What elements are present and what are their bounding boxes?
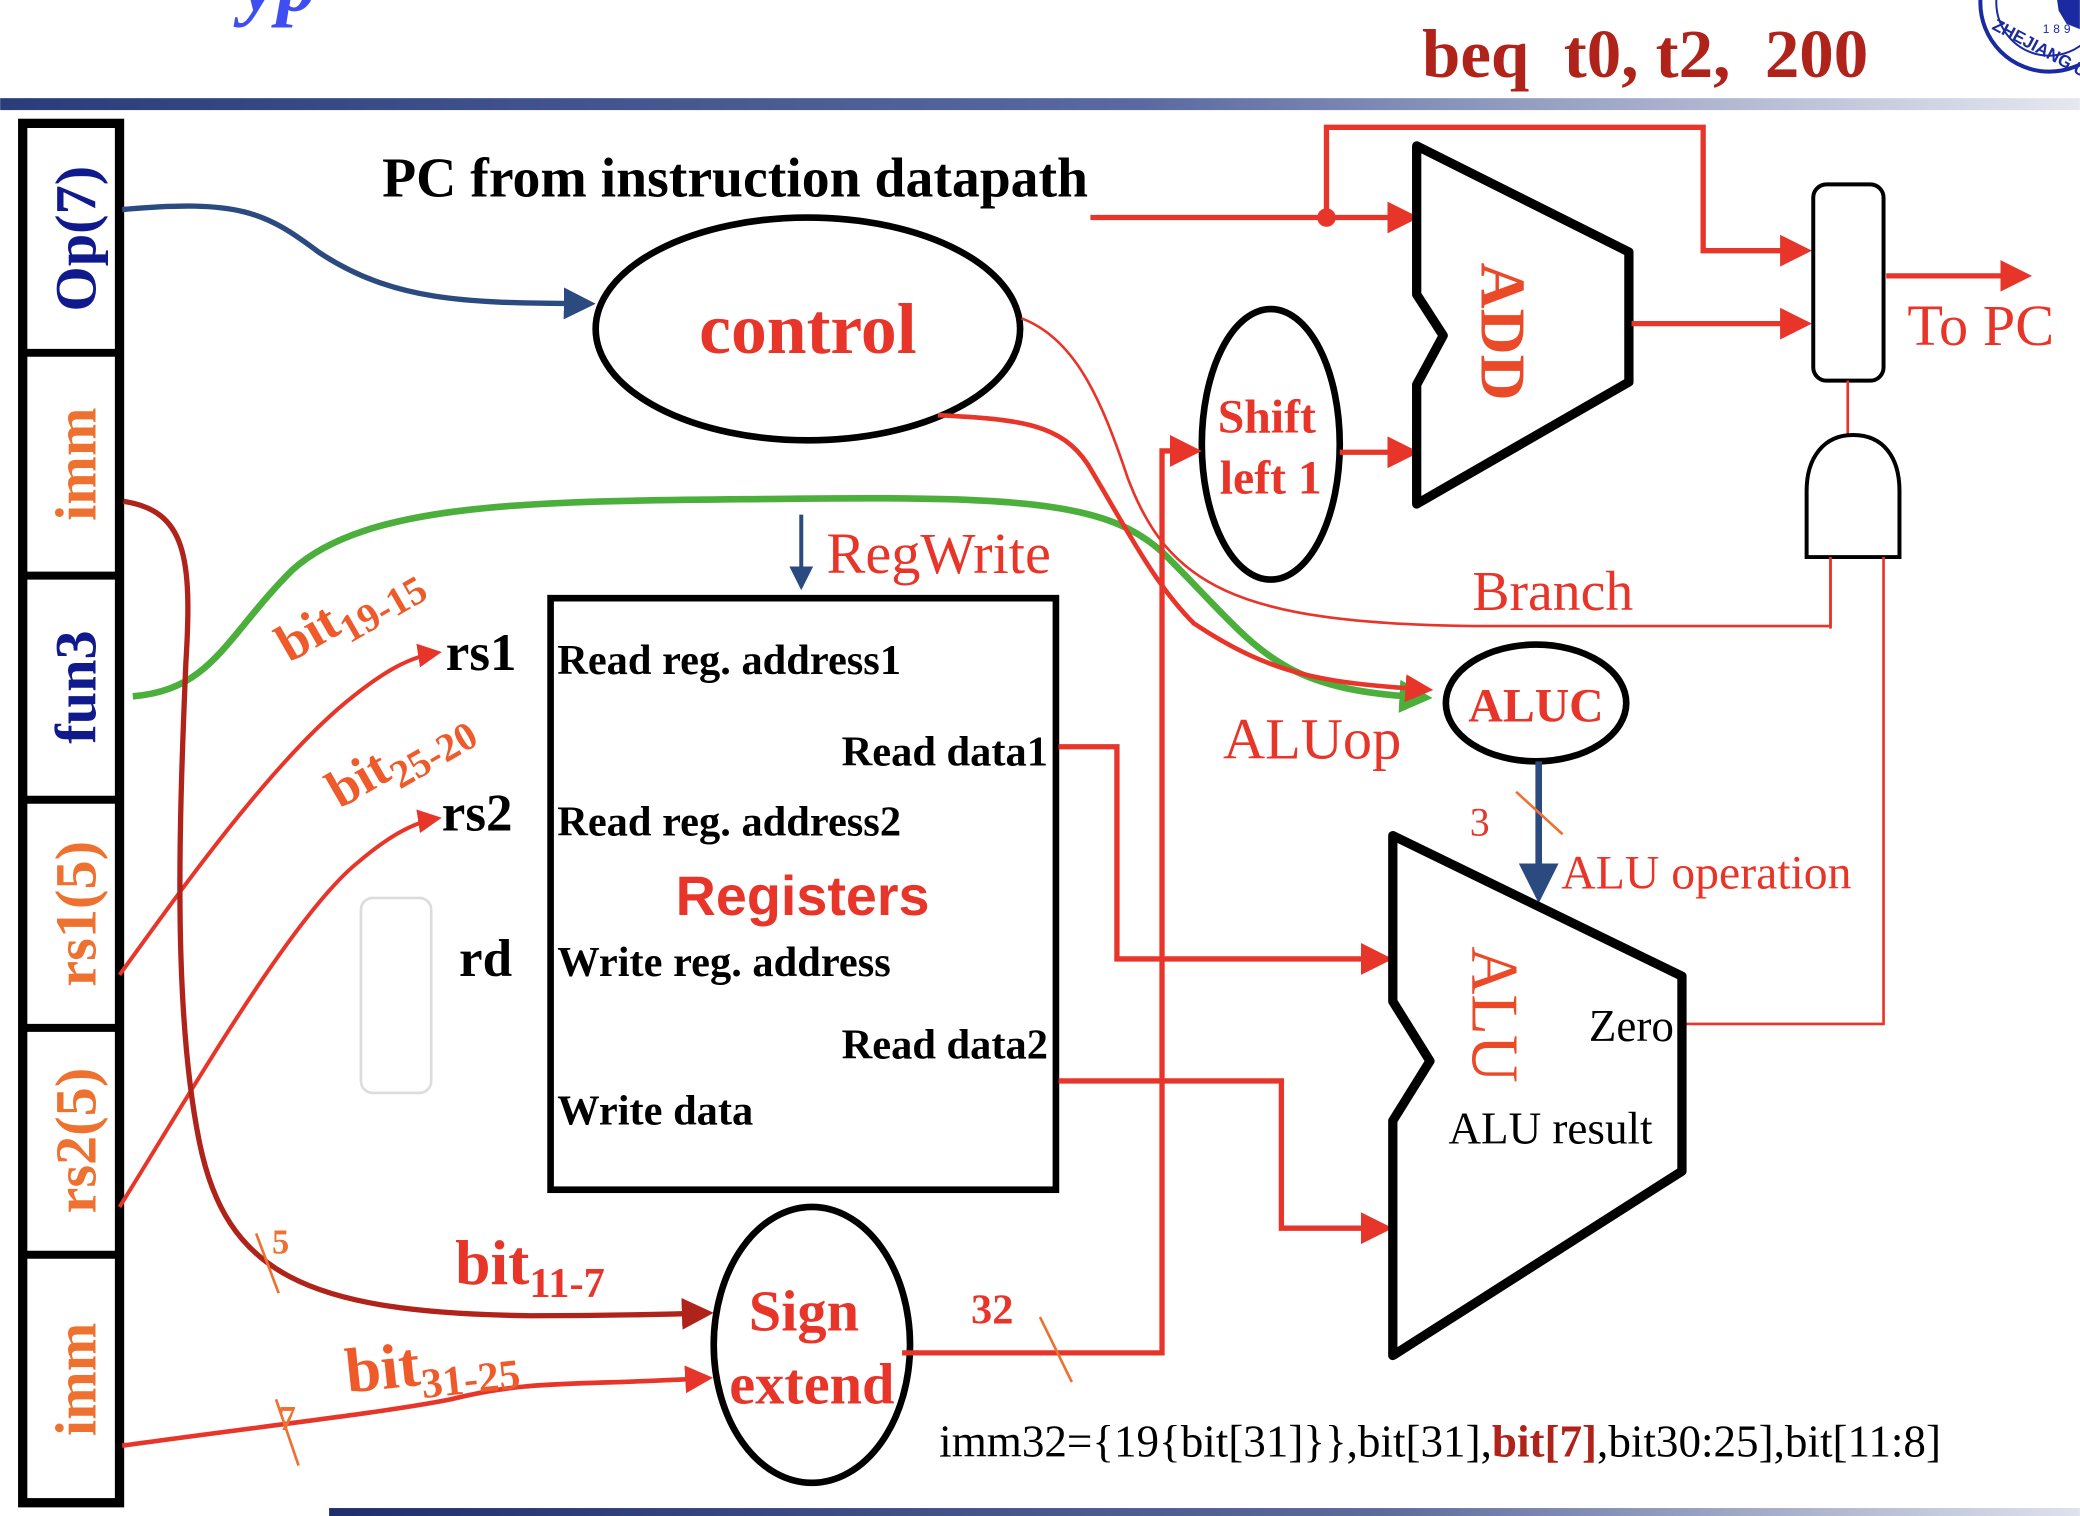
bus-width-32: 32: [971, 1287, 1013, 1334]
wire-op-to-control: [121, 203, 596, 320]
imm32-formula-suffix: ,bit30:25],bit[11:8]: [1597, 1416, 1941, 1466]
port-read-addr2: Read reg. address2: [557, 799, 901, 846]
svg-text:bit31-25: bit31-25: [342, 1318, 523, 1416]
regwrite-label: RegWrite: [826, 521, 1050, 586]
bit-label-sub: 11-7: [529, 1260, 604, 1307]
bit-label-base: bit: [266, 592, 349, 673]
branch-label: Branch: [1472, 561, 1633, 623]
bit-label-imm-low: bit11-7: [455, 1227, 605, 1307]
control-unit: [592, 214, 1024, 444]
port-write-addr: Write reg. address: [557, 939, 891, 986]
shift-left-label-1: Shift: [1218, 390, 1316, 443]
bit-label-sub: 19-15: [332, 567, 434, 652]
port-read-data1: Read data1: [842, 728, 1048, 775]
wire-imm-low-to-signext: [123, 498, 714, 1330]
zero-label: Zero: [1589, 1001, 1674, 1051]
bit-label-base: bit: [455, 1227, 529, 1298]
pc-from-label: PC from instruction datapath: [382, 147, 1088, 209]
bus-tick-32: [1038, 1316, 1074, 1383]
imm32-formula: imm32={19{bit[31]}},bit[31],bit[7],bit30…: [939, 1416, 1941, 1466]
imm32-formula-prefix: imm32={19{bit[31]}},bit[31],: [939, 1416, 1492, 1466]
wire-fun3-to-aluc: [132, 494, 1433, 713]
bus-tick-7: [274, 1398, 300, 1467]
sign-extend-label-1: Sign: [749, 1278, 859, 1343]
shift-left-unit: [1198, 305, 1344, 583]
wire-readdata2-to-alu: [1058, 1078, 1393, 1245]
sign-extend-unit: [710, 1203, 914, 1487]
bus-tick-5: [254, 1233, 280, 1294]
field-imm-upper: imm: [44, 408, 109, 521]
to-pc-label: To PC: [1907, 293, 2054, 358]
instruction-title: beq t0, t2, 200: [1422, 16, 1868, 92]
field-rs1: rs1(5): [44, 841, 109, 987]
wire-readdata1-to-alu: [1058, 744, 1393, 975]
rd-label: rd: [459, 930, 512, 988]
header-divider-bar: [0, 98, 2080, 111]
sign-extend-label-2: extend: [729, 1351, 894, 1416]
imm32-formula-highlight: bit[7]: [1492, 1416, 1597, 1466]
bus-width-3: 3: [1470, 801, 1490, 845]
field-rs2: rs2(5): [44, 1068, 109, 1214]
port-write-data: Write data: [557, 1088, 753, 1135]
wire-rs1-bits: [117, 643, 442, 977]
aluc-label: ALUC: [1468, 680, 1603, 733]
alu-unit: [1388, 830, 1687, 1361]
port-read-data2: Read data2: [842, 1021, 1048, 1068]
alu-operation-label: ALU operation: [1561, 847, 1851, 900]
adder-label: ADD: [1468, 263, 1539, 401]
bit-label-base: bit: [317, 738, 400, 819]
wire-imm-high-to-signext: [121, 1365, 714, 1449]
branch-adder: [1412, 141, 1634, 509]
wire-control-aluop: [937, 412, 1434, 703]
wire-signext-to-shift: [902, 435, 1202, 1356]
bus-width-7: 7: [279, 1400, 296, 1438]
wire-zero-to-and: [1681, 557, 1885, 1026]
alu-label: ALU: [1457, 947, 1530, 1083]
shift-left-label-2: left 1: [1220, 451, 1322, 504]
register-file: [547, 594, 1060, 1194]
port-read-addr1: Read reg. address1: [557, 637, 901, 684]
field-imm-lower: imm: [44, 1323, 109, 1436]
slide-title-fragment: yp: [234, 0, 317, 29]
bit-label-imm-high: bit31-25: [342, 1318, 523, 1416]
field-op: Op(7): [44, 166, 109, 312]
alu-result-label: ALU result: [1449, 1103, 1654, 1153]
footer-bar: [329, 1508, 2080, 1516]
rs2-label: rs2: [442, 784, 513, 842]
bus-width-5: 5: [272, 1223, 289, 1261]
field-fun3: fun3: [44, 630, 109, 744]
aluop-label: ALUop: [1223, 707, 1401, 772]
instruction-fields: Op(7) imm fun3 rs1(5) rs2(5) imm: [18, 118, 125, 1508]
control-label: control: [699, 290, 916, 369]
rs1-label: rs1: [446, 624, 517, 682]
register-file-title: Registers: [676, 865, 930, 927]
wire-pc-to-mux: [1323, 124, 1812, 267]
wire-control-branch: [1020, 317, 1832, 628]
logo-year: 189: [2043, 22, 2075, 36]
bit-label-sub: 31-25: [419, 1351, 522, 1408]
wire-rs2-bits: [117, 809, 442, 1209]
and-gate: [1804, 433, 1902, 560]
pc-mux: [1811, 182, 1886, 383]
faded-placeholder-box: [359, 896, 433, 1095]
university-logo: ZHEJIANG U 189: [1978, 0, 2080, 81]
bit-label-base: bit: [342, 1328, 423, 1406]
svg-text:bit11-7: bit11-7: [455, 1227, 605, 1307]
bus-tick-3: [1515, 790, 1564, 836]
